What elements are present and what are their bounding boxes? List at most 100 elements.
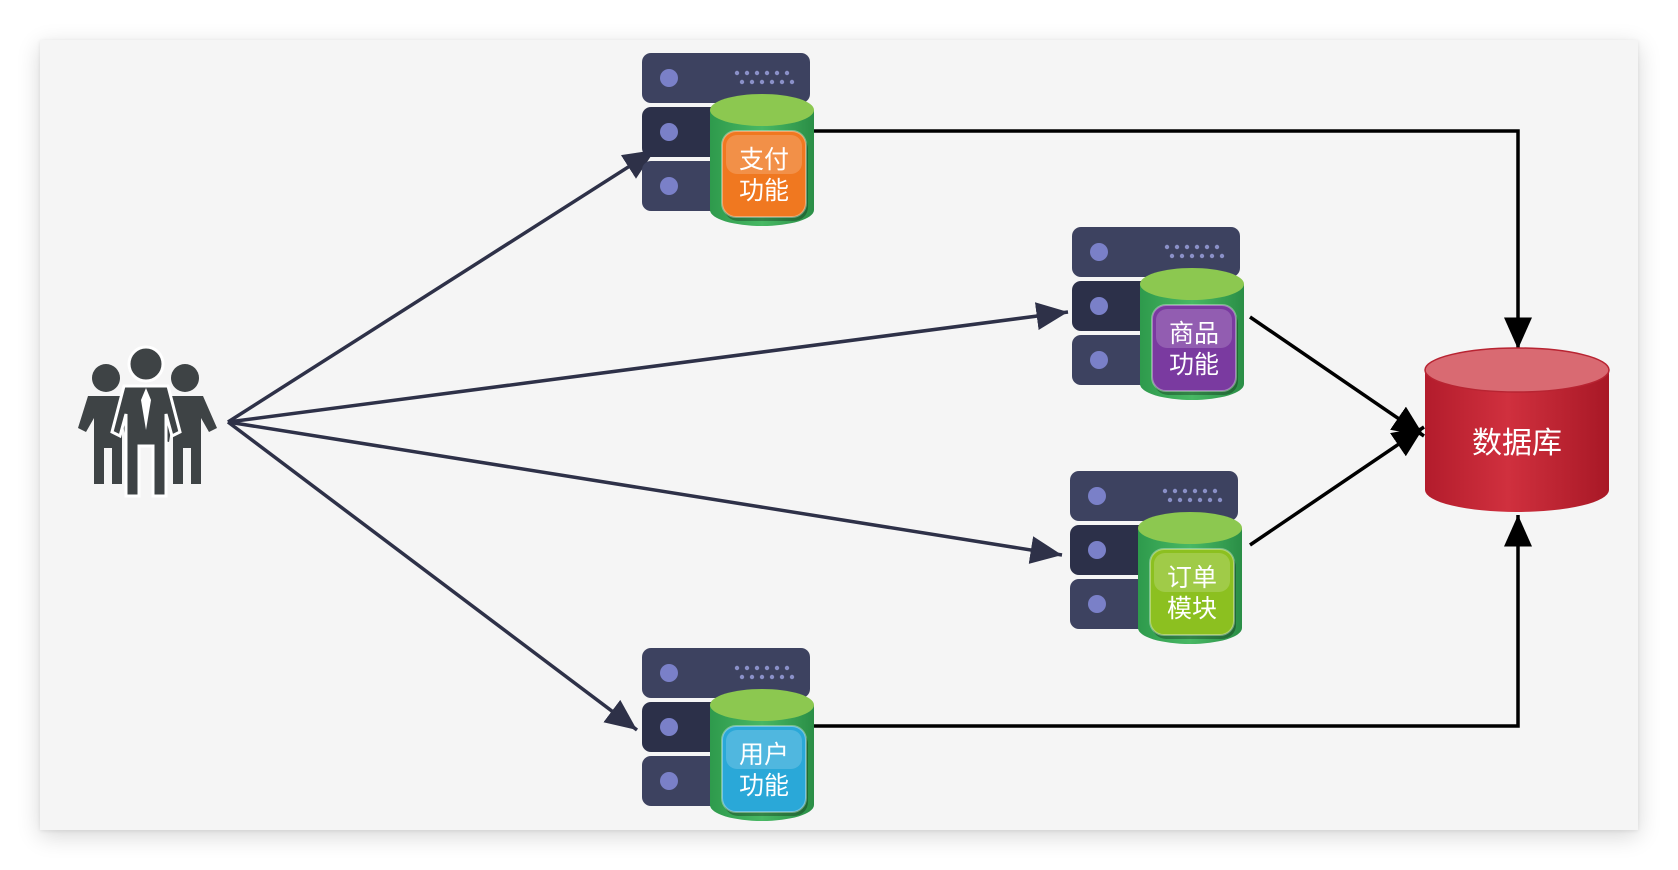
server-vent-dot [759,79,765,85]
module-label-line1: 支付 [739,145,789,174]
module-label-line2: 功能 [739,771,789,800]
server-vent-dot [734,70,740,76]
server-vent-dot [1177,497,1183,503]
database-label: 数据库 [1472,426,1562,461]
server-vent-dot [1182,488,1188,494]
server-vent-dot [759,674,765,680]
server-led-icon [660,718,678,736]
server-rack-unit [642,53,810,103]
database-cylinder: 数据库 [1424,347,1610,512]
arrow-user-to-db [812,515,1532,728]
server-vent-dot [1207,497,1213,503]
users-group-icon [78,345,217,498]
server-led-icon [1090,297,1108,315]
server-vent-dot [754,70,760,76]
server-vent-dot [1187,497,1193,503]
server-vent-dot [1204,244,1210,250]
server-led-icon [660,772,678,790]
server-vent-dot [784,665,790,671]
module-badge-gloss [1156,309,1232,348]
module-badge-gloss [1154,553,1230,592]
module-label-line1: 订单 [1167,563,1217,592]
server-vent-dot [1202,488,1208,494]
user-arrows [226,148,1069,732]
module-badge-payment [721,130,807,218]
server-vent-dot [789,79,795,85]
server-led-icon [1088,487,1106,505]
arrow-payment-to-db [812,129,1532,349]
server-vent-dot [774,70,780,76]
server-vent-dot [749,79,755,85]
server-vent-dot [1192,488,1198,494]
module-label-line2: 功能 [739,176,789,205]
server-vent-dot [764,70,770,76]
module-cylinder-top [1138,512,1242,544]
server-led-icon [1088,541,1106,559]
server-vent-dot [1162,488,1168,494]
server-led-icon [660,177,678,195]
server-rack-unit [1070,471,1238,521]
server-led-icon [1088,595,1106,613]
arrow-users-to-user [226,420,639,732]
server-vent-dot [734,665,740,671]
server-vent-dot [1189,253,1195,259]
server-rack-unit [642,648,810,698]
server-vent-dot [789,674,795,680]
server-vent-dot [774,665,780,671]
server-vent-dot [754,665,760,671]
server-vent-dot [1184,244,1190,250]
server-led-icon [1090,351,1108,369]
server-vent-dot [1169,253,1175,259]
server-vent-dot [769,79,775,85]
module-badge-order [1149,548,1235,636]
server-vent-dot [1209,253,1215,259]
server-vent-dot [1197,497,1203,503]
module-cylinder-top [1140,268,1244,300]
server-vent-dot [769,674,775,680]
server-vent-dot [1172,488,1178,494]
module-label-line1: 用户 [739,740,789,769]
server-vent-dot [1174,244,1180,250]
module-badge-product [1151,304,1237,392]
module-label-line2: 功能 [1169,350,1219,379]
server-vent-dot [1167,497,1173,503]
server-vent-dot [1217,497,1223,503]
module-badge-gloss [726,730,802,769]
server-led-icon [660,664,678,682]
module-badge-gloss [726,135,802,174]
server-vent-dot [1179,253,1185,259]
arrow-order-to-db [1249,425,1425,547]
module-cylinder-top [710,689,814,721]
server-vent-dot [1212,488,1218,494]
server-vent-dot [1219,253,1225,259]
module-badge-user [721,725,807,813]
server-vent-dot [779,674,785,680]
server-vent-dot [739,79,745,85]
module-label-line2: 模块 [1167,594,1217,623]
server-rack-unit [1072,227,1240,277]
arrow-users-to-product [227,302,1069,424]
server-vent-dot [779,79,785,85]
server-vent-dot [1164,244,1170,250]
arrow-users-to-payment [227,148,656,424]
module-label-line1: 商品 [1169,319,1219,348]
arrow-product-to-db [1249,315,1425,438]
server-vent-dot [744,70,750,76]
server-vent-dot [1199,253,1205,259]
server-vent-dot [1214,244,1220,250]
server-vent-dot [749,674,755,680]
db-arrows [812,129,1532,728]
server-vent-dot [1194,244,1200,250]
server-vent-dot [764,665,770,671]
server-led-icon [660,123,678,141]
server-vent-dot [744,665,750,671]
module-cylinder-top [710,94,814,126]
server-led-icon [660,69,678,87]
server-led-icon [1090,243,1108,261]
server-vent-dot [784,70,790,76]
